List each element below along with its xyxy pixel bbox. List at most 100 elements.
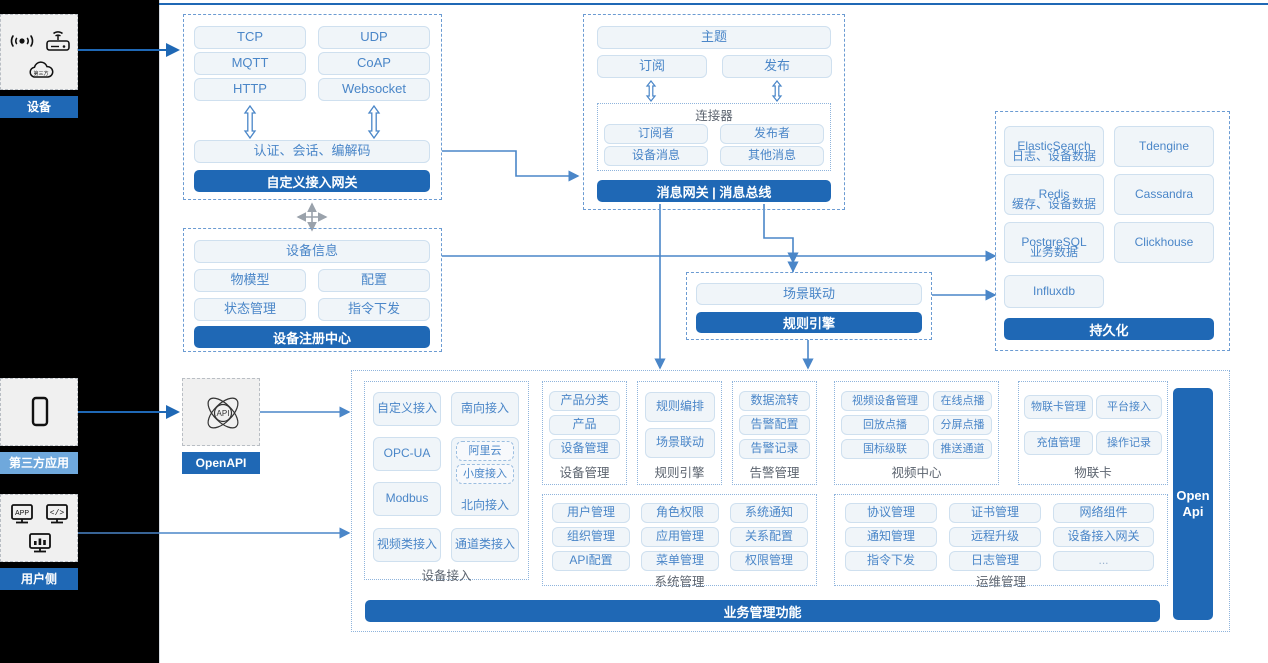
- item-device-access-gateway[interactable]: 设备接入网关: [1053, 527, 1154, 547]
- auth-session-codec[interactable]: 认证、会话、编解码: [194, 140, 430, 163]
- business-bar[interactable]: 业务管理功能: [365, 600, 1160, 622]
- store-influxdb[interactable]: Influxdb: [1004, 275, 1104, 308]
- store-redis-desc: 缓存、设备数据: [1011, 197, 1096, 212]
- item-platform-access[interactable]: 平台接入: [1096, 395, 1162, 419]
- item-app-management[interactable]: 应用管理: [641, 527, 719, 547]
- store-cassandra[interactable]: Cassandra: [1114, 174, 1214, 215]
- protocol-udp[interactable]: UDP: [318, 26, 430, 49]
- openapi-label[interactable]: OpenAPI: [182, 452, 260, 474]
- connector-publisher[interactable]: 发布者: [720, 124, 824, 144]
- protocol-coap[interactable]: CoAP: [318, 52, 430, 75]
- subscribe-chip[interactable]: 订阅: [597, 55, 707, 78]
- item-split-screen-vod[interactable]: 分屏点播: [933, 415, 992, 435]
- caption-device-access: 设备接入: [421, 568, 472, 583]
- scene-linkage-chip[interactable]: 场景联动: [696, 283, 922, 305]
- rule-engine-bar[interactable]: 规则引擎: [696, 312, 922, 333]
- group-device-management: [542, 381, 627, 485]
- topic-chip[interactable]: 主题: [597, 26, 831, 49]
- item-alarm-config[interactable]: 告警配置: [739, 415, 810, 435]
- store-elasticsearch[interactable]: ElasticSearch: [1004, 126, 1104, 167]
- state-management-chip[interactable]: 状态管理: [194, 298, 306, 321]
- item-org-management[interactable]: 组织管理: [552, 527, 630, 547]
- connector-device-message[interactable]: 设备消息: [604, 146, 708, 166]
- item-device-management[interactable]: 设备管理: [549, 439, 620, 459]
- item-protocol-management[interactable]: 协议管理: [845, 503, 937, 523]
- open-api-side-bar[interactable]: Open Api: [1173, 388, 1213, 620]
- device-registry-bar[interactable]: 设备注册中心: [194, 326, 430, 348]
- command-dispatch-chip[interactable]: 指令下发: [318, 298, 430, 321]
- wifi-signal-icon: [9, 31, 35, 51]
- item-opc-ua[interactable]: OPC-UA: [373, 437, 441, 471]
- protocol-websocket[interactable]: Websocket: [318, 78, 430, 101]
- caption-system-management: 系统管理: [654, 574, 705, 589]
- item-command-dispatch[interactable]: 指令下发: [845, 551, 937, 571]
- item-push-channel[interactable]: 推送通道: [933, 439, 992, 459]
- item-remote-upgrade[interactable]: 远程升级: [949, 527, 1041, 547]
- config-chip[interactable]: 配置: [318, 269, 430, 292]
- connector-subscriber[interactable]: 订阅者: [604, 124, 708, 144]
- store-postgresql[interactable]: PostgreSQL: [1004, 222, 1104, 263]
- item-operation-record[interactable]: 操作记录: [1096, 431, 1162, 455]
- device-info-chip[interactable]: 设备信息: [194, 240, 430, 263]
- code-monitor-icon: </>: [45, 503, 69, 525]
- item-user-management[interactable]: 用户管理: [552, 503, 630, 523]
- item-video-device-management[interactable]: 视频设备管理: [841, 391, 929, 411]
- protocol-http[interactable]: HTTP: [194, 78, 306, 101]
- cloud-icon: 第三方: [26, 60, 56, 82]
- item-custom-access[interactable]: 自定义接入: [373, 392, 441, 426]
- group-ops-management: [834, 494, 1168, 586]
- item-modbus[interactable]: Modbus: [373, 482, 441, 516]
- store-clickhouse[interactable]: Clickhouse: [1114, 222, 1214, 263]
- item-xiaodu-access[interactable]: 小度接入: [456, 464, 514, 484]
- item-product[interactable]: 产品: [549, 415, 620, 435]
- app-monitor-icon: APP: [10, 503, 34, 525]
- item-api-config[interactable]: API配置: [552, 551, 630, 571]
- item-gb-cascade[interactable]: 国标级联: [841, 439, 929, 459]
- bidirectional-arrow-icon-right: [367, 105, 381, 139]
- caption-rule-engine: 规则引擎: [654, 465, 705, 480]
- item-product-category[interactable]: 产品分类: [549, 391, 620, 411]
- actor-user-side: APP </>: [0, 494, 78, 590]
- item-rule-orchestration[interactable]: 规则编排: [645, 392, 715, 422]
- publish-chip[interactable]: 发布: [722, 55, 832, 78]
- rule-engine-panel: [686, 272, 932, 340]
- store-tdengine[interactable]: Tdengine: [1114, 126, 1214, 167]
- item-menu-management[interactable]: 菜单管理: [641, 551, 719, 571]
- item-iot-card-management[interactable]: 物联卡管理: [1024, 395, 1093, 419]
- item-channel-access[interactable]: 通道类接入: [451, 528, 519, 562]
- item-system-notice[interactable]: 系统通知: [730, 503, 808, 523]
- item-role-permission[interactable]: 角色权限: [641, 503, 719, 523]
- item-scene-linkage[interactable]: 场景联动: [645, 428, 715, 458]
- bidirectional-arrow-icon-publish: [771, 80, 785, 102]
- store-redis[interactable]: Redis: [1004, 174, 1104, 215]
- mobile-phone-icon: [28, 396, 52, 428]
- item-certificate-management[interactable]: 证书管理: [949, 503, 1041, 523]
- item-data-flow[interactable]: 数据流转: [739, 391, 810, 411]
- item-permission-management[interactable]: 权限管理: [730, 551, 808, 571]
- item-online-vod[interactable]: 在线点播: [933, 391, 992, 411]
- item-recharge-management[interactable]: 充值管理: [1024, 431, 1093, 455]
- protocol-tcp[interactable]: TCP: [194, 26, 306, 49]
- item-aliyun[interactable]: 阿里云: [456, 441, 514, 461]
- group-rule-engine: [637, 381, 722, 485]
- item-log-management[interactable]: 日志管理: [949, 551, 1041, 571]
- persistence-bar[interactable]: 持久化: [1004, 318, 1214, 340]
- svg-text:</>: </>: [50, 509, 65, 518]
- item-more[interactable]: ...: [1053, 551, 1154, 571]
- protocol-mqtt[interactable]: MQTT: [194, 52, 306, 75]
- item-notice-management[interactable]: 通知管理: [845, 527, 937, 547]
- thing-model-chip[interactable]: 物模型: [194, 269, 306, 292]
- item-playback-vod[interactable]: 回放点播: [841, 415, 929, 435]
- item-relation-config[interactable]: 关系配置: [730, 527, 808, 547]
- item-network-component[interactable]: 网络组件: [1053, 503, 1154, 523]
- item-video-access[interactable]: 视频类接入: [373, 528, 441, 562]
- connector-other-message[interactable]: 其他消息: [720, 146, 824, 166]
- item-southbound-access[interactable]: 南向接入: [451, 392, 519, 426]
- connector-panel: [597, 103, 831, 171]
- chart-monitor-icon: [28, 532, 52, 554]
- actor-device-label: 设备: [0, 96, 78, 118]
- message-gateway-bar[interactable]: 消息网关 | 消息总线: [597, 180, 831, 202]
- item-alarm-record[interactable]: 告警记录: [739, 439, 810, 459]
- access-gateway-bar[interactable]: 自定义接入网关: [194, 170, 430, 192]
- actor-device: 第三方 设备: [0, 14, 78, 118]
